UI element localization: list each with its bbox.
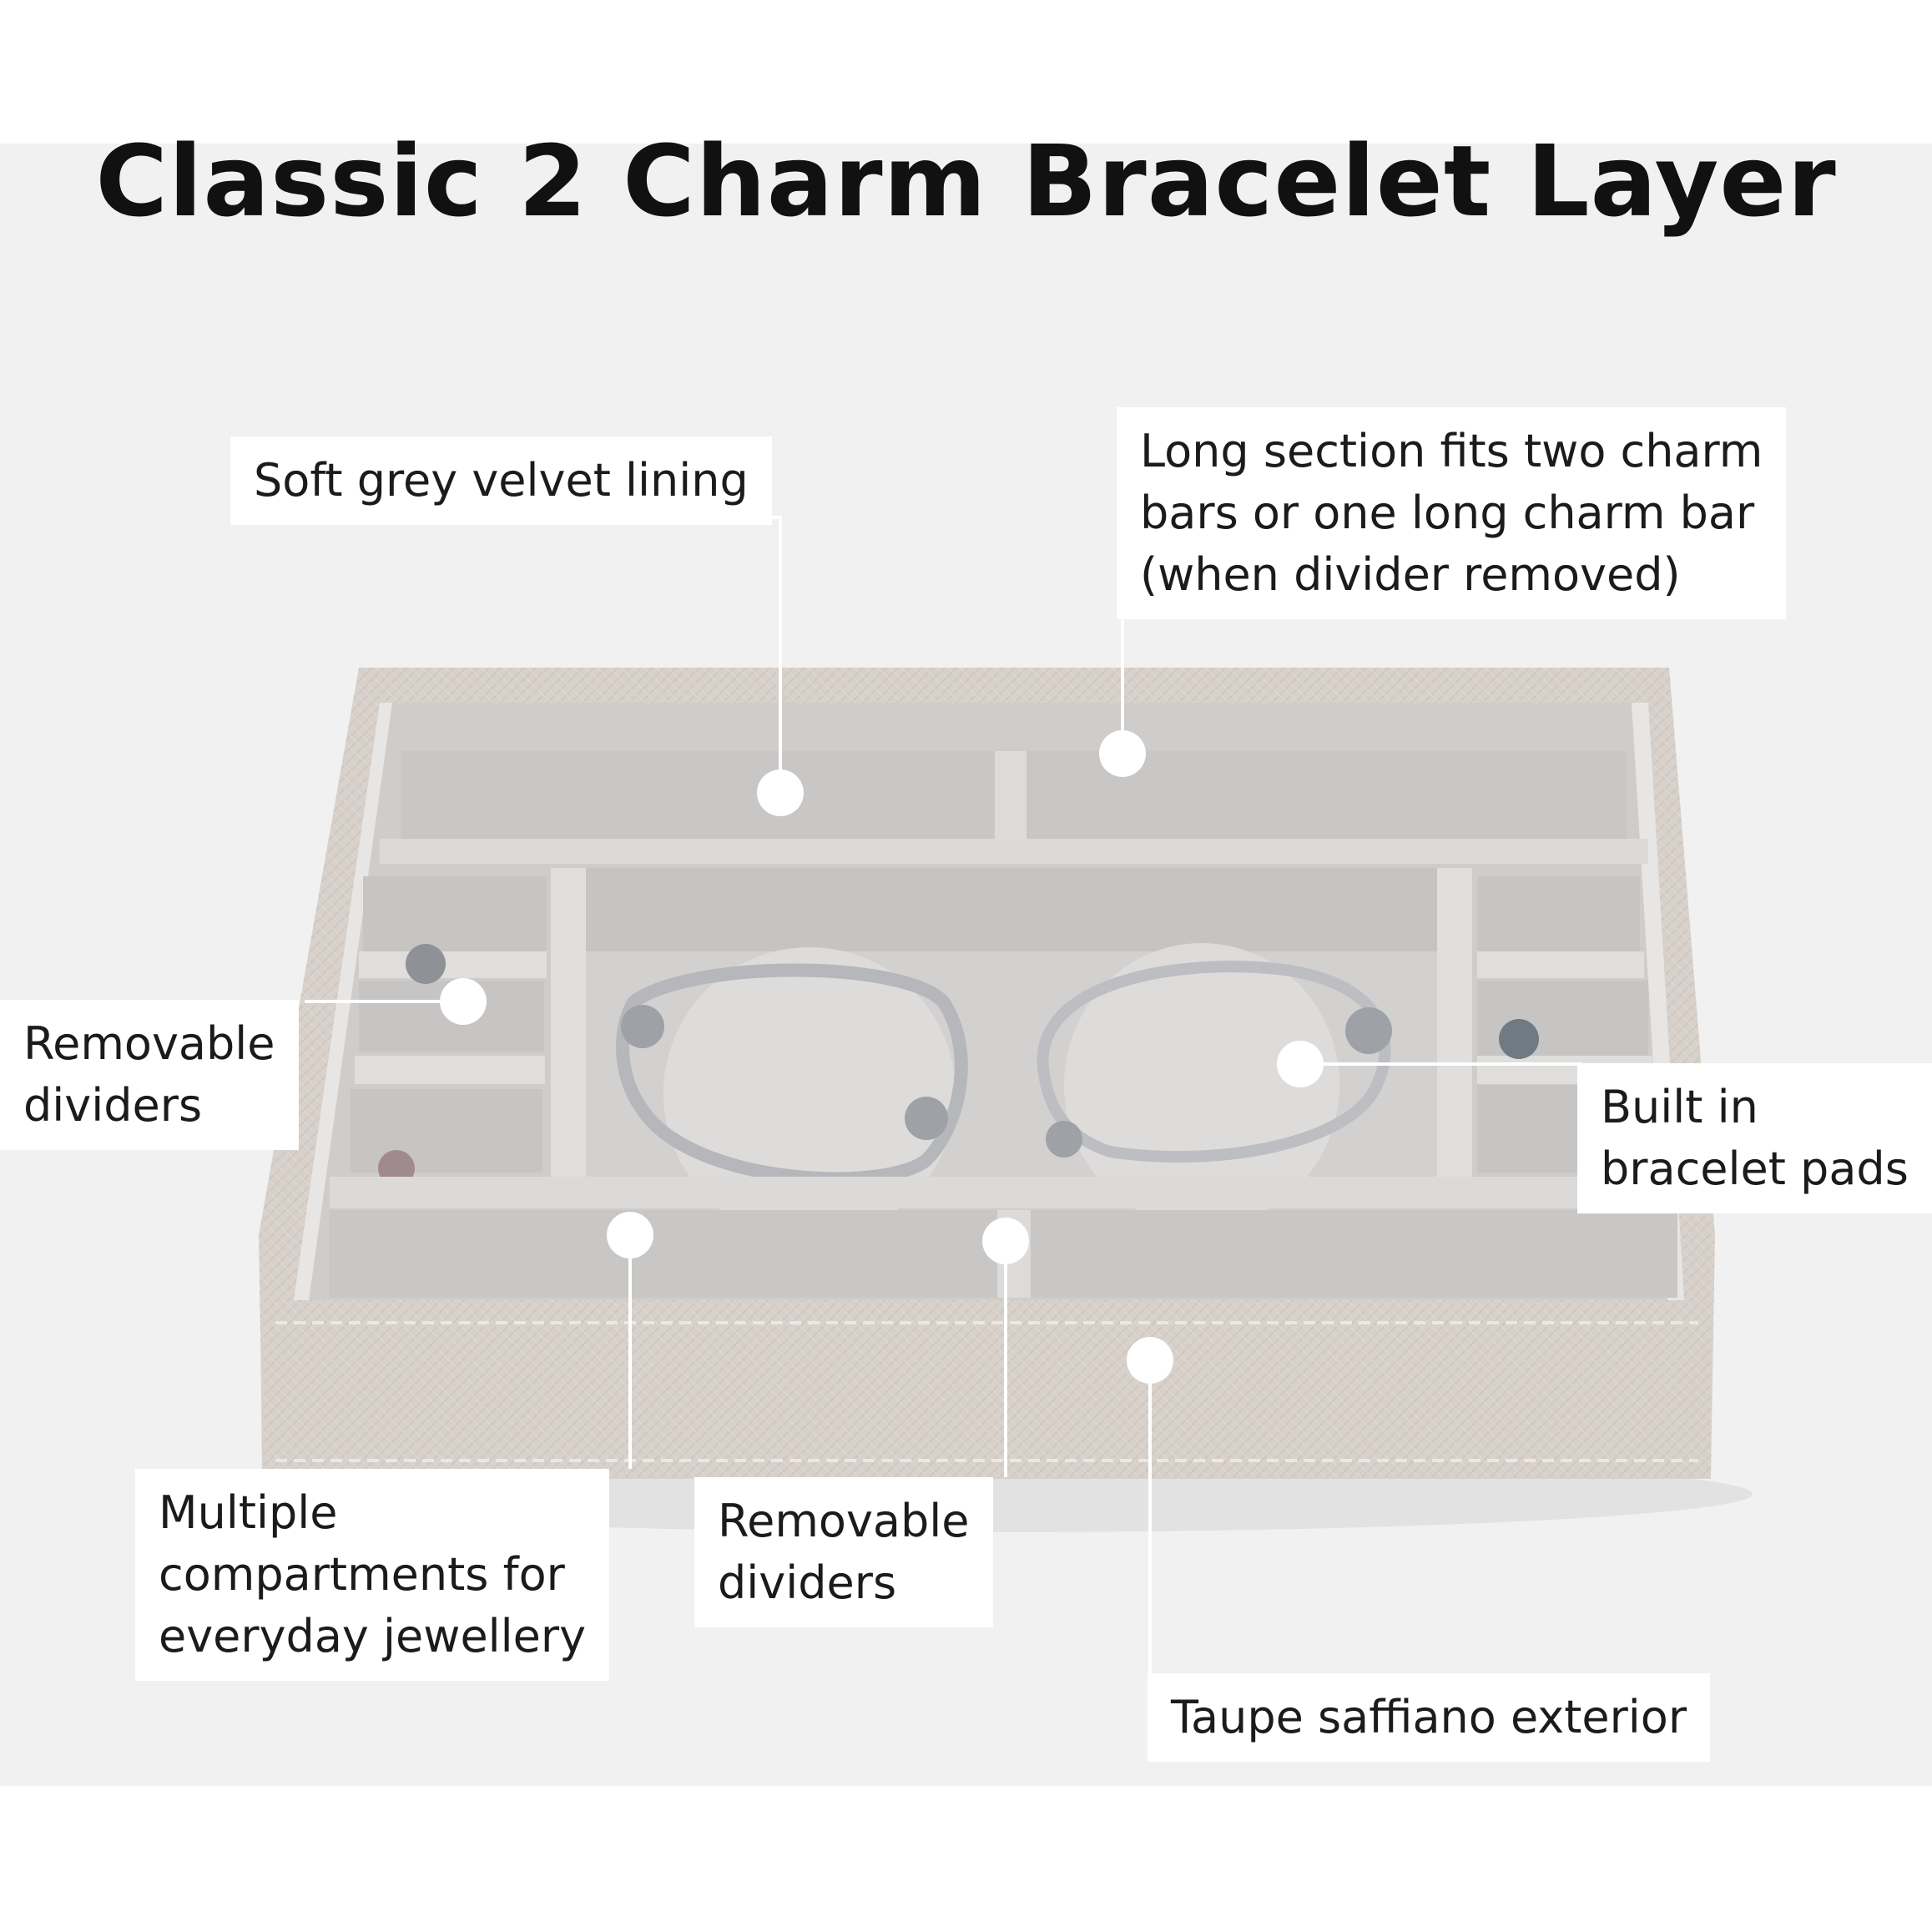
top-row-front-edge [380,839,1648,864]
center-divider-right [1437,868,1472,1185]
callout-text: (when divider removed) [1140,548,1681,601]
callout-long-section: Long section fits two charm bars or one … [1117,407,1787,619]
callout-text: Built in [1601,1081,1758,1133]
left-compartment-bottom [351,1089,542,1173]
callout-removable-dividers-left: Removable dividers [0,1000,299,1150]
top-left-compartment [401,751,995,843]
charm-bead [905,1097,948,1140]
charm-bead [406,944,446,984]
left-divider [355,1056,545,1084]
callout-text: Long section fits two charm [1140,425,1763,477]
bracelet-left [616,963,968,1186]
charm-bead [621,1005,664,1048]
callout-marker [982,1218,1029,1264]
callout-marker [757,769,804,816]
callout-text: dividers [718,1556,897,1609]
callout-text: everyday jewellery [159,1610,587,1662]
callout-bracelet-pads: Built in bracelet pads [1577,1063,1932,1213]
center-divider-left [551,868,586,1185]
callout-marker [440,978,487,1025]
page-title: Classic 2 Charm Bracelet Layer [95,124,1837,239]
callout-marker [1277,1041,1324,1087]
callout-markers [440,730,1324,1384]
callout-text: bars or one long charm bar [1140,487,1755,539]
charm-bead [1345,1007,1392,1054]
callout-multiple-compartments: Multiple compartments for everyday jewel… [135,1469,610,1681]
bottom-left-compartment [330,1210,997,1298]
bottom-row-back-edge [330,1177,1677,1208]
right-compartment-top [1477,876,1640,951]
callout-text: dividers [23,1079,203,1132]
charm-bead [1499,1019,1539,1059]
bracelet-section-back-wall [584,868,1440,951]
callout-marker [1099,730,1146,777]
callout-text: bracelet pads [1601,1143,1909,1195]
callout-text: Removable [718,1495,970,1547]
callout-text: Removable [23,1017,275,1070]
bracelet-right [1037,961,1391,1163]
callout-text: Soft grey velvet lining [254,454,749,507]
callout-text: Taupe saffiano exterior [1171,1691,1687,1743]
callout-leader-lines [305,516,1581,1673]
left-compartment-top [363,876,547,951]
tray-front-face [260,1302,1713,1479]
left-divider [359,951,547,978]
charm-bead [1046,1121,1082,1158]
callout-velvet-lining: Soft grey velvet lining [230,436,772,525]
callout-text: Multiple [159,1486,338,1539]
callout-exterior: Taupe saffiano exterior [1148,1673,1711,1762]
bottom-right-compartment [1031,1210,1677,1298]
callout-removable-dividers-bottom: Removable dividers [694,1477,993,1627]
top-divider-center [995,751,1027,843]
right-divider [1477,951,1644,978]
callout-marker [1127,1337,1173,1384]
callout-marker [607,1212,653,1259]
callout-text: compartments for [159,1548,565,1601]
